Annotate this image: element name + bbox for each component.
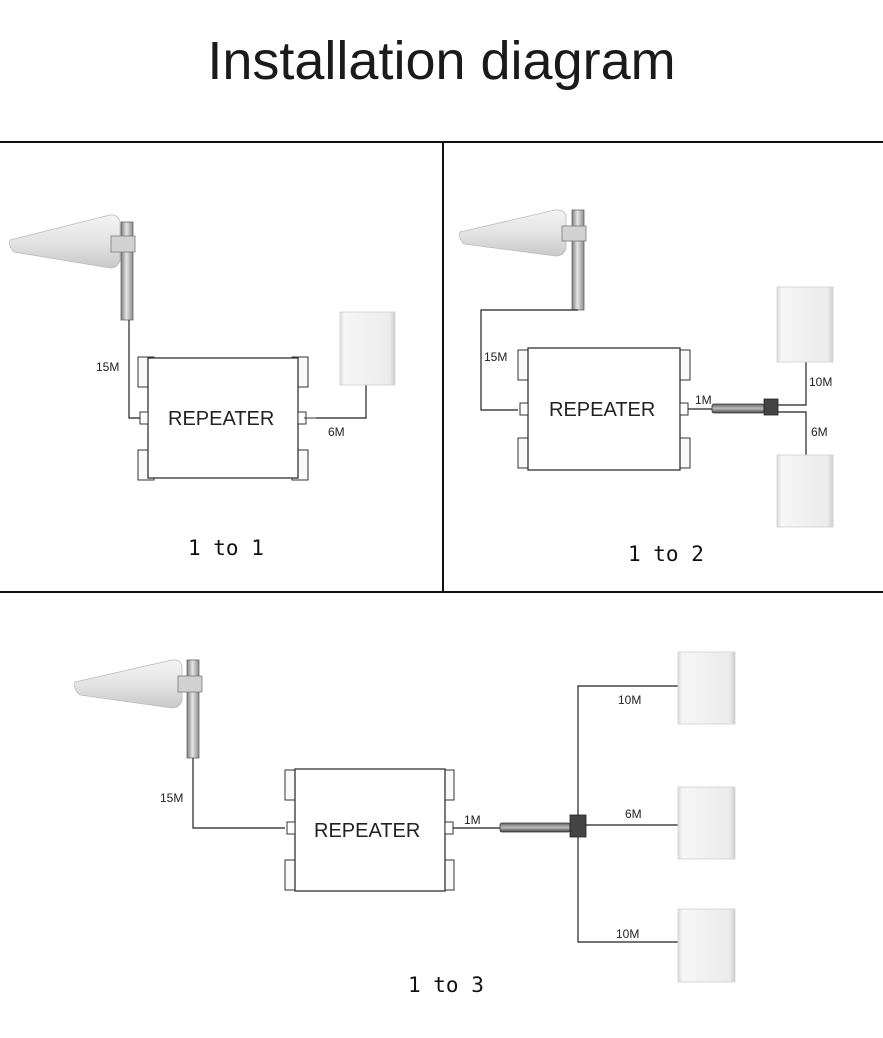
indoor-cable-length: 6M bbox=[328, 425, 345, 439]
page-title: Installation diagram bbox=[207, 31, 676, 91]
repeater-label: REPEATER bbox=[549, 399, 655, 421]
outdoor-cable-line bbox=[128, 320, 140, 419]
indoor-panel-antenna-top bbox=[677, 651, 736, 725]
indoor-panel-antenna-middle bbox=[677, 786, 736, 860]
panel-frames bbox=[0, 141, 883, 593]
bottom-cable-length: 10M bbox=[616, 927, 639, 941]
panel-one-to-two: 15M REPEATER 1M 10M 6M 1 to 2 bbox=[459, 209, 834, 566]
lower-cable-line bbox=[778, 411, 807, 455]
repeater-label: REPEATER bbox=[168, 408, 274, 430]
upper-cable-line bbox=[778, 362, 807, 406]
indoor-panel-antenna bbox=[339, 311, 396, 386]
repeater-label: REPEATER bbox=[314, 820, 420, 842]
outdoor-cable-line bbox=[480, 309, 578, 411]
outdoor-antenna bbox=[74, 659, 203, 759]
repeater-unit: REPEATER bbox=[284, 768, 455, 892]
indoor-panel-antenna-bottom bbox=[677, 908, 736, 983]
caption-one-to-one: 1 to 1 bbox=[188, 536, 264, 560]
outdoor-cable-line bbox=[192, 758, 285, 829]
bottom-cable-line bbox=[577, 837, 680, 943]
outdoor-antenna bbox=[459, 209, 587, 311]
top-cable-line bbox=[577, 685, 680, 815]
repeater-unit: REPEATER bbox=[137, 356, 316, 481]
upper-cable-length: 10M bbox=[809, 375, 832, 389]
caption-one-to-two: 1 to 2 bbox=[628, 542, 704, 566]
splitter-cable-length: 1M bbox=[464, 813, 481, 827]
caption-one-to-three: 1 to 3 bbox=[408, 973, 484, 997]
power-splitter bbox=[711, 398, 779, 416]
repeater-unit: REPEATER bbox=[517, 347, 691, 471]
outdoor-cable-length: 15M bbox=[484, 350, 507, 364]
panel-one-to-one: 15M 6M REPEATER 1 to 1 bbox=[9, 214, 396, 560]
top-cable-length: 10M bbox=[618, 693, 641, 707]
indoor-panel-antenna-upper bbox=[776, 286, 834, 363]
middle-cable-length: 6M bbox=[625, 807, 642, 821]
indoor-panel-antenna-lower bbox=[776, 454, 834, 528]
lower-cable-length: 6M bbox=[811, 425, 828, 439]
outdoor-cable-length: 15M bbox=[160, 791, 183, 805]
panel-one-to-three: 15M REPEATER 1M 10M 6M 10M 1 to 3 bbox=[74, 651, 736, 997]
indoor-cable-line bbox=[316, 385, 367, 419]
power-splitter bbox=[499, 814, 587, 838]
outdoor-antenna bbox=[9, 214, 136, 321]
outdoor-cable-length: 15M bbox=[96, 360, 119, 374]
splitter-cable-length: 1M bbox=[695, 393, 712, 407]
